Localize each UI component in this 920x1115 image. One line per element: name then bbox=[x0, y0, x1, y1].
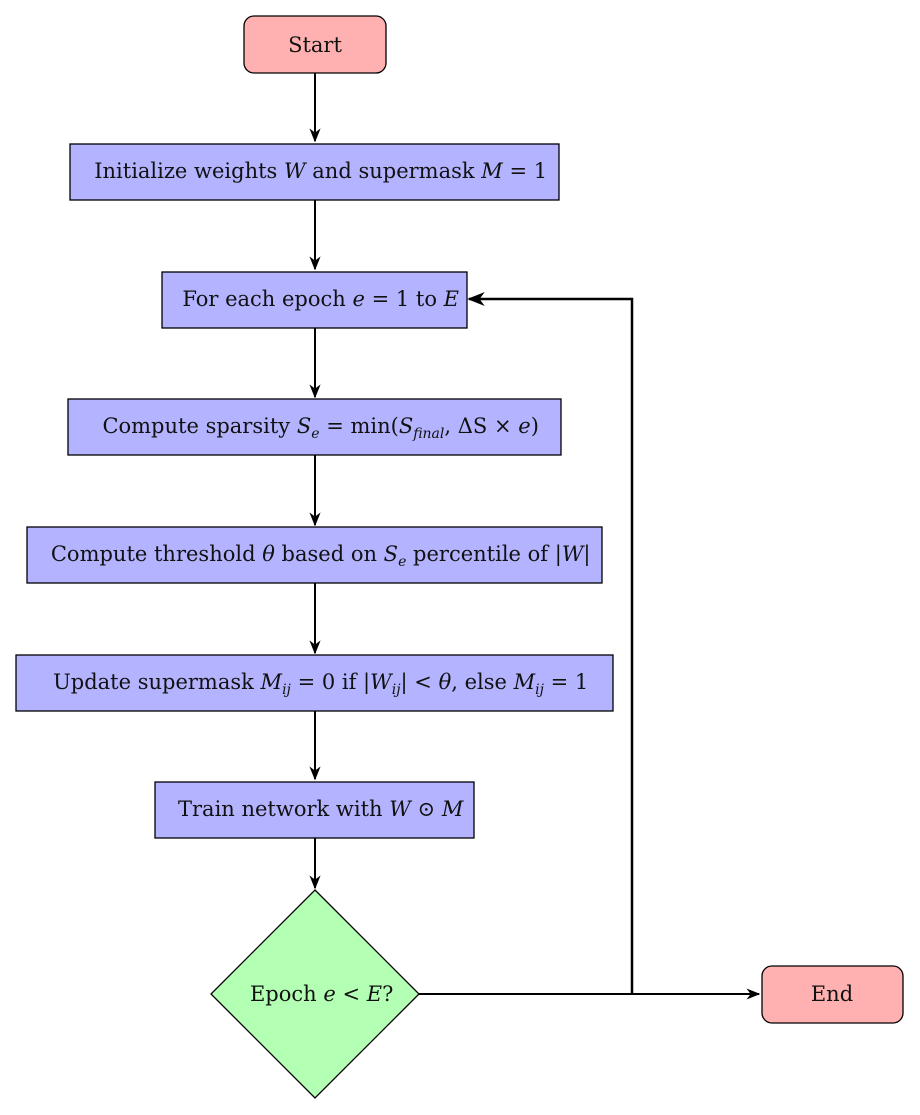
decision-label: Epoch e < E? bbox=[203, 982, 427, 1006]
loop-node: For each epoch e = 1 to E bbox=[136, 271, 493, 329]
threshold-node: Compute threshold θ based on Se percenti… bbox=[4, 526, 624, 584]
train-label: Train network with W ⊙ M bbox=[131, 797, 496, 821]
update-label: Update supermask Mij = 0 if |Wij| < θ, e… bbox=[6, 670, 621, 698]
connectors bbox=[309, 73, 761, 1000]
arrow-loop-back bbox=[467, 292, 634, 994]
init-label: Initialize weights W and supermask M = 1 bbox=[47, 159, 580, 183]
end-label: End bbox=[811, 982, 853, 1006]
sparsity-label: Compute sparsity Se = min(Sfinal, ΔS × e… bbox=[56, 414, 573, 442]
start-label: Start bbox=[288, 33, 342, 57]
update-node: Update supermask Mij = 0 if |Wij| < θ, e… bbox=[6, 654, 621, 712]
sparsity-node: Compute sparsity Se = min(Sfinal, ΔS × e… bbox=[56, 398, 573, 456]
loop-label: For each epoch e = 1 to E bbox=[136, 287, 493, 311]
end-node: End bbox=[761, 965, 904, 1024]
threshold-label: Compute threshold θ based on Se percenti… bbox=[4, 542, 624, 570]
train-node: Train network with W ⊙ M bbox=[131, 781, 496, 839]
decision-node: Epoch e < E? bbox=[203, 889, 427, 1099]
start-node: Start bbox=[243, 15, 387, 74]
init-node: Initialize weights W and supermask M = 1 bbox=[47, 143, 580, 201]
